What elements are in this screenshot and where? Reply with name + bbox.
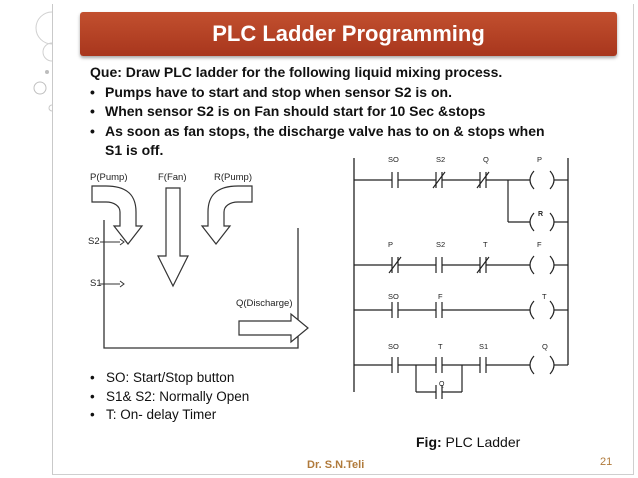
coil-left (529, 355, 535, 375)
deco-circle (33, 81, 47, 95)
rung-1: SO S2 Q P R (354, 155, 568, 232)
note-text: T: On- delay Timer (106, 407, 217, 422)
sensor-s2-arrow (119, 238, 125, 246)
note-text: S1& S2: Normally Open (106, 388, 250, 404)
deco-circle (42, 42, 52, 62)
rung4-coil-label: Q (542, 342, 548, 351)
inlet-arrow-right (200, 185, 253, 245)
note-item: • T: On- delay Timer (90, 406, 249, 425)
notes-list: • SO: Start/Stop button • S1& S2: Normally… (90, 369, 249, 425)
slide-title: PLC Ladder Programming (212, 21, 485, 46)
question-bullet: • When sensor S2 is on Fan should start f… (90, 102, 630, 122)
rung4-contact2-label: T (438, 342, 443, 351)
bullet-glyph: • (90, 370, 95, 385)
slide-frame (52, 4, 634, 475)
label-s2: S2 (88, 236, 100, 247)
label-r-pump: R(Pump) (214, 172, 252, 183)
label-q-discharge: Q(Discharge) (236, 298, 293, 309)
figure-caption-prefix: Fig: (416, 434, 442, 450)
rung3-contact2-label: F (438, 292, 443, 301)
rung1-contact1-label: SO (388, 155, 399, 164)
rung3-coil-label: T (542, 292, 547, 301)
rung2-contact1-label: P (388, 240, 393, 249)
nc-contact-slash (476, 256, 490, 274)
bullet-text: Pumps have to start and stop when sensor… (105, 83, 452, 100)
tank-diagram: P(Pump) F(Fan) R(Pump) S2 S1 Q(Discharge… (88, 172, 309, 349)
coil-right (549, 170, 555, 190)
figure-caption-text: PLC Ladder (445, 434, 521, 450)
rung-3: SO F T (354, 292, 568, 320)
bullet-glyph: • (90, 103, 95, 119)
sensor-s1-arrow (119, 280, 125, 288)
label-f-fan: F(Fan) (158, 172, 187, 183)
deco-circle (48, 104, 52, 112)
coil-right (549, 255, 555, 275)
rung1-branch-coil-label: R (538, 211, 543, 218)
bullet-continuation: S1 is off. (105, 142, 164, 158)
rung1-contact3-label: Q (483, 155, 489, 164)
rung1-coil-label: P (537, 155, 542, 164)
bullet-glyph: • (90, 122, 95, 139)
decorative-circles (33, 11, 52, 112)
bullet-text: When sensor S2 is on Fan should start fo… (105, 103, 486, 119)
fan-arrow (157, 187, 189, 288)
bullet-glyph: • (90, 388, 95, 404)
nc-contact-slash (476, 171, 490, 189)
rung1-contact2-label: S2 (436, 155, 445, 164)
rung4-contact1-label: SO (388, 342, 399, 351)
inlet-arrow-left (91, 185, 144, 245)
bullet-text: As soon as fan stops, the discharge valv… (105, 122, 545, 139)
label-s1: S1 (90, 278, 102, 289)
nc-contact-slash (388, 256, 402, 274)
bullet-glyph: • (90, 407, 95, 422)
title-bar: PLC Ladder Programming (80, 12, 617, 56)
rung4-branch-contact-label: Q (439, 381, 445, 388)
rung4-contact3-label: S1 (479, 342, 488, 351)
rung2-coil-label: F (537, 240, 542, 249)
label-p-pump: P(Pump) (90, 172, 127, 183)
deco-circle (35, 11, 52, 45)
page-number: 21 (600, 456, 613, 468)
question-block: Que: Draw PLC ladder for the following l… (90, 63, 630, 161)
note-text: SO: Start/Stop button (106, 370, 235, 385)
coil-left (529, 212, 535, 232)
coil-left (529, 255, 535, 275)
rung-2: P S2 T F (354, 240, 568, 275)
coil-left (529, 170, 535, 190)
coil-right (549, 300, 555, 320)
nc-contact-slash (432, 171, 446, 189)
discharge-arrow (238, 312, 309, 344)
question-bullet: • Pumps have to start and stop when senso… (90, 83, 630, 103)
rung2-contact2-label: S2 (436, 240, 445, 249)
footer-author: Dr. S.N.Teli (307, 459, 365, 471)
rung2-contact3-label: T (483, 240, 488, 249)
coil-right (549, 355, 555, 375)
question-prompt: Que: Draw PLC ladder for the following l… (90, 64, 503, 80)
note-item: • SO: Start/Stop button (90, 369, 249, 388)
coil-right (549, 212, 555, 232)
bullet-glyph: • (90, 83, 95, 100)
coil-left (529, 300, 535, 320)
figure-caption: Fig: PLC Ladder (416, 434, 520, 450)
rung-4: SO T S1 Q Q (354, 342, 568, 399)
rung3-contact1-label: SO (388, 292, 399, 301)
question-bullet: • As soon as fan stops, the discharge val… (90, 122, 630, 142)
ladder-diagram: SO S2 Q P R P S2 T F (353, 155, 569, 399)
deco-circle (45, 70, 49, 74)
note-item: • S1& S2: Normally Open (90, 388, 249, 407)
